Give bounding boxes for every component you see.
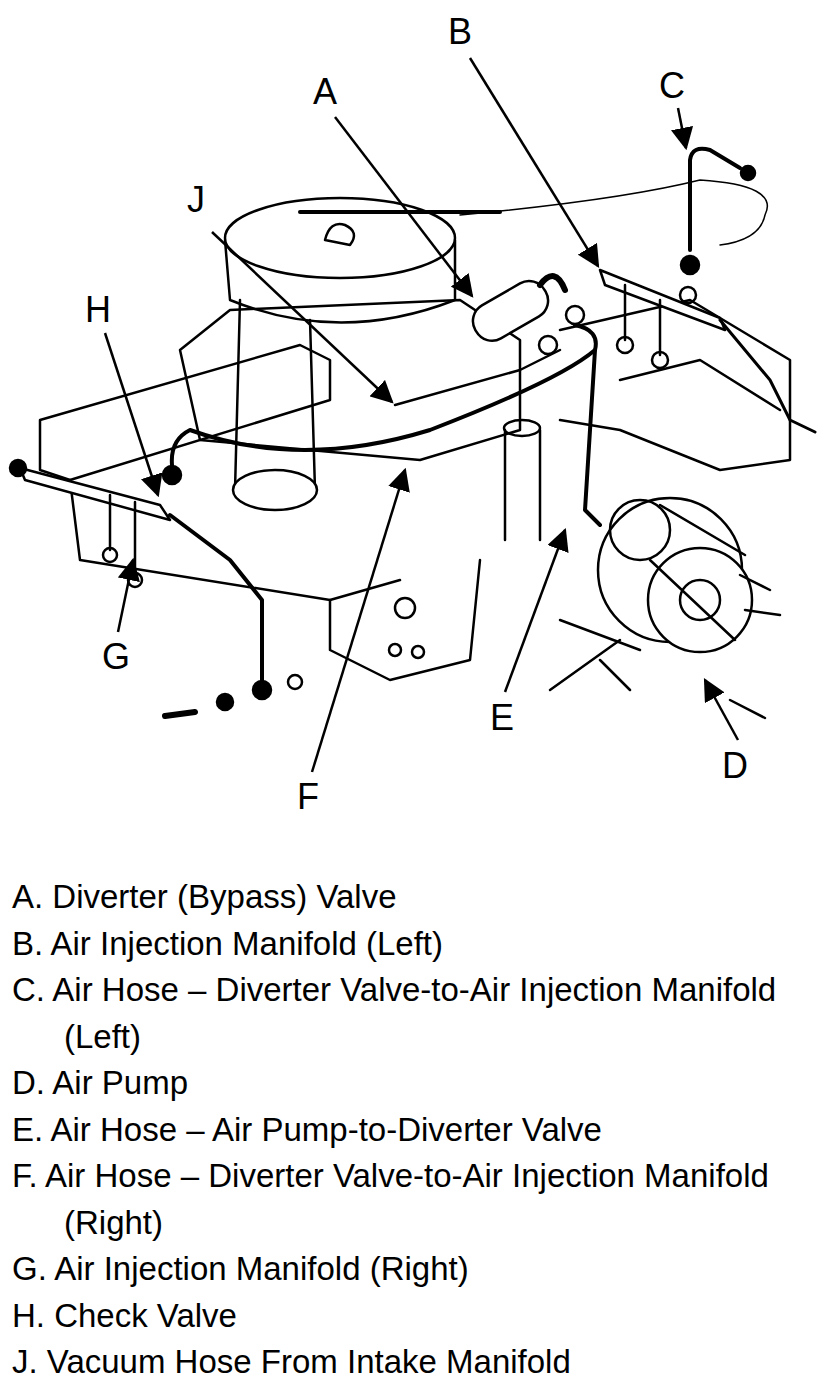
pump-bracket bbox=[550, 620, 640, 690]
valve-cover bbox=[40, 345, 330, 480]
valve-fitting bbox=[539, 336, 557, 354]
leader-line bbox=[118, 560, 133, 632]
part-list-entry: C. Air Hose – Diverter Valve-to-Air Inje… bbox=[12, 967, 824, 1060]
right-head-detail bbox=[620, 360, 780, 410]
bolt bbox=[217, 694, 233, 710]
vacuum-hose bbox=[395, 350, 560, 405]
leader-line bbox=[470, 58, 598, 266]
parts-list: A. Diverter (Bypass) ValveB. Air Injecti… bbox=[12, 874, 824, 1386]
hose-clamp bbox=[681, 256, 699, 274]
valve-outlet bbox=[540, 276, 565, 290]
oil-filler bbox=[505, 430, 540, 540]
hose-e bbox=[585, 350, 600, 525]
block-front bbox=[330, 560, 480, 680]
callout-letter: A bbox=[311, 72, 339, 112]
leader-line bbox=[505, 530, 565, 692]
callout-letter: G bbox=[100, 637, 132, 677]
leader-line bbox=[678, 108, 686, 148]
check-valve-b bbox=[680, 287, 696, 303]
callout-letter: D bbox=[720, 746, 750, 786]
engine-outline bbox=[10, 149, 815, 718]
bolt bbox=[253, 681, 271, 699]
leader-line bbox=[212, 232, 392, 402]
leader-lines bbox=[105, 58, 738, 772]
fender-line bbox=[460, 180, 767, 245]
bolt-hole bbox=[395, 598, 415, 618]
hose-c bbox=[690, 149, 740, 250]
bolt bbox=[10, 460, 26, 476]
manifold-b-tubes bbox=[625, 285, 660, 355]
fitting-nut bbox=[652, 352, 668, 368]
callout-letter: F bbox=[295, 777, 321, 817]
bolt bbox=[165, 712, 195, 716]
leader-line bbox=[335, 117, 472, 296]
washer bbox=[288, 675, 302, 689]
pump-pulley bbox=[648, 548, 752, 652]
fitting-nut bbox=[103, 548, 117, 562]
hose-clamp bbox=[741, 166, 755, 180]
pump-pulley-upper bbox=[610, 500, 670, 560]
manifold-g-pipe bbox=[170, 515, 262, 680]
engine-illustration bbox=[0, 0, 832, 860]
check-valve-h bbox=[163, 466, 181, 484]
part-list-entry: J. Vacuum Hose From Intake Manifold bbox=[12, 1339, 824, 1386]
snorkel bbox=[235, 300, 315, 490]
leader-line bbox=[105, 333, 158, 495]
manifold-b-pipe bbox=[720, 320, 815, 432]
leader-line bbox=[312, 470, 405, 772]
valve-fitting bbox=[566, 306, 584, 324]
callout-letter: B bbox=[446, 12, 474, 52]
leader-line bbox=[705, 680, 738, 740]
part-list-entry: A. Diverter (Bypass) Valve bbox=[12, 874, 824, 921]
part-list-entry: H. Check Valve bbox=[12, 1293, 824, 1340]
fitting-nut bbox=[617, 337, 633, 353]
part-list-entry: B. Air Injection Manifold (Left) bbox=[12, 921, 824, 968]
bolt-hole bbox=[412, 646, 424, 658]
wing-nut bbox=[325, 224, 354, 245]
pump-bolts bbox=[600, 575, 780, 718]
drive-belt bbox=[650, 505, 745, 640]
callout-letter: J bbox=[185, 180, 207, 220]
intake-manifold bbox=[180, 300, 520, 460]
manifold-b bbox=[600, 270, 725, 330]
part-list-entry: F. Air Hose – Diverter Valve-to-Air Inje… bbox=[12, 1153, 824, 1246]
bolt-hole bbox=[389, 644, 401, 656]
part-list-entry: E. Air Hose – Air Pump-to-Diverter Valve bbox=[12, 1107, 824, 1154]
part-list-entry: G. Air Injection Manifold (Right) bbox=[12, 1246, 824, 1293]
snorkel-opening bbox=[233, 470, 317, 510]
callout-letter: E bbox=[488, 698, 516, 738]
pump-hub bbox=[680, 580, 720, 620]
callout-letter: H bbox=[83, 290, 113, 330]
part-list-entry: D. Air Pump bbox=[12, 1060, 824, 1107]
manifold-g bbox=[20, 468, 170, 520]
callout-letter: C bbox=[657, 66, 687, 106]
